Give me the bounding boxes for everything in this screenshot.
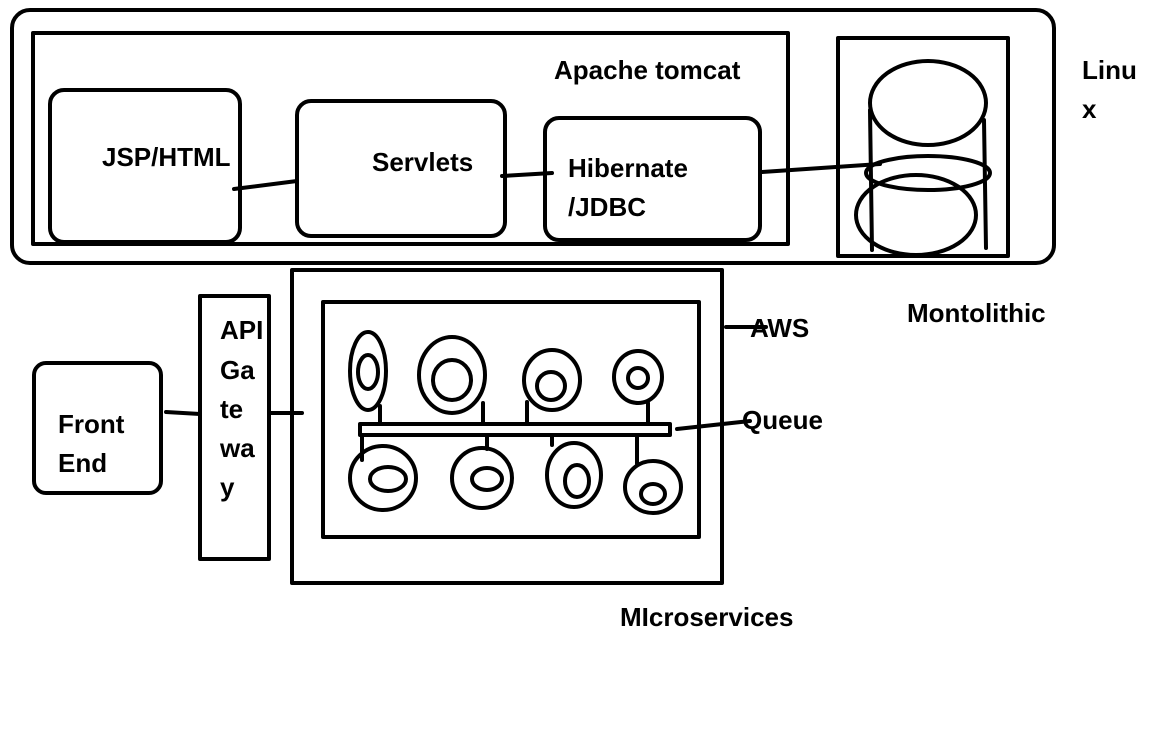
message-queue-bar (358, 422, 672, 437)
aws-label: AWS (750, 313, 809, 343)
hibernate-db-connector (760, 162, 882, 174)
linux-label-line2: x (1082, 94, 1097, 124)
gateway-label-line5: y (220, 472, 235, 502)
jsp-html-box (48, 88, 242, 244)
service-node-icon (348, 444, 418, 512)
linux-label-line1: Linu (1082, 55, 1137, 85)
linux-outer-box (10, 8, 1056, 265)
hibernate-label-line2: /JDBC (568, 192, 646, 222)
queue-label: Queue (742, 405, 823, 435)
hibernate-label-line1: Hibernate (568, 153, 688, 183)
service-node-icon (450, 446, 514, 510)
gateway-label-line1: API (220, 315, 263, 345)
servlets-label: Servlets (372, 147, 473, 177)
service-node-icon (545, 441, 603, 509)
service-node-icon (348, 330, 388, 412)
api-gateway-box (198, 294, 271, 561)
database-cylinder-icon (854, 59, 992, 257)
service-queue-connectors (360, 400, 650, 466)
frontend-label-line2: End (58, 448, 107, 478)
gateway-label-line2: Ga (220, 355, 255, 385)
microservices-section-label: MIcroservices (620, 602, 793, 632)
hibernate-box (543, 116, 762, 242)
service-node-icon (522, 348, 582, 412)
gateway-label-line3: te (220, 394, 243, 424)
services-inner-box (321, 300, 701, 539)
service-node-icon (417, 335, 487, 415)
tomcat-label: Apache tomcat (554, 55, 741, 85)
frontend-box (32, 361, 163, 495)
servlets-hibernate-connector (500, 171, 554, 178)
service-node-icon (612, 349, 664, 405)
jsp-servlets-connector (232, 179, 299, 191)
tomcat-box (31, 31, 790, 246)
jsp-html-label: JSP/HTML (102, 142, 231, 172)
monolithic-section-label: Montolithic (907, 298, 1046, 328)
aws-outer-box (290, 268, 724, 585)
queue-label-connector (675, 419, 752, 431)
servlets-box (295, 99, 507, 238)
gateway-label-line4: wa (219, 433, 255, 463)
frontend-label-line1: Front (58, 409, 125, 439)
frontend-gateway-connector (164, 410, 202, 416)
service-node-icon (623, 459, 683, 515)
